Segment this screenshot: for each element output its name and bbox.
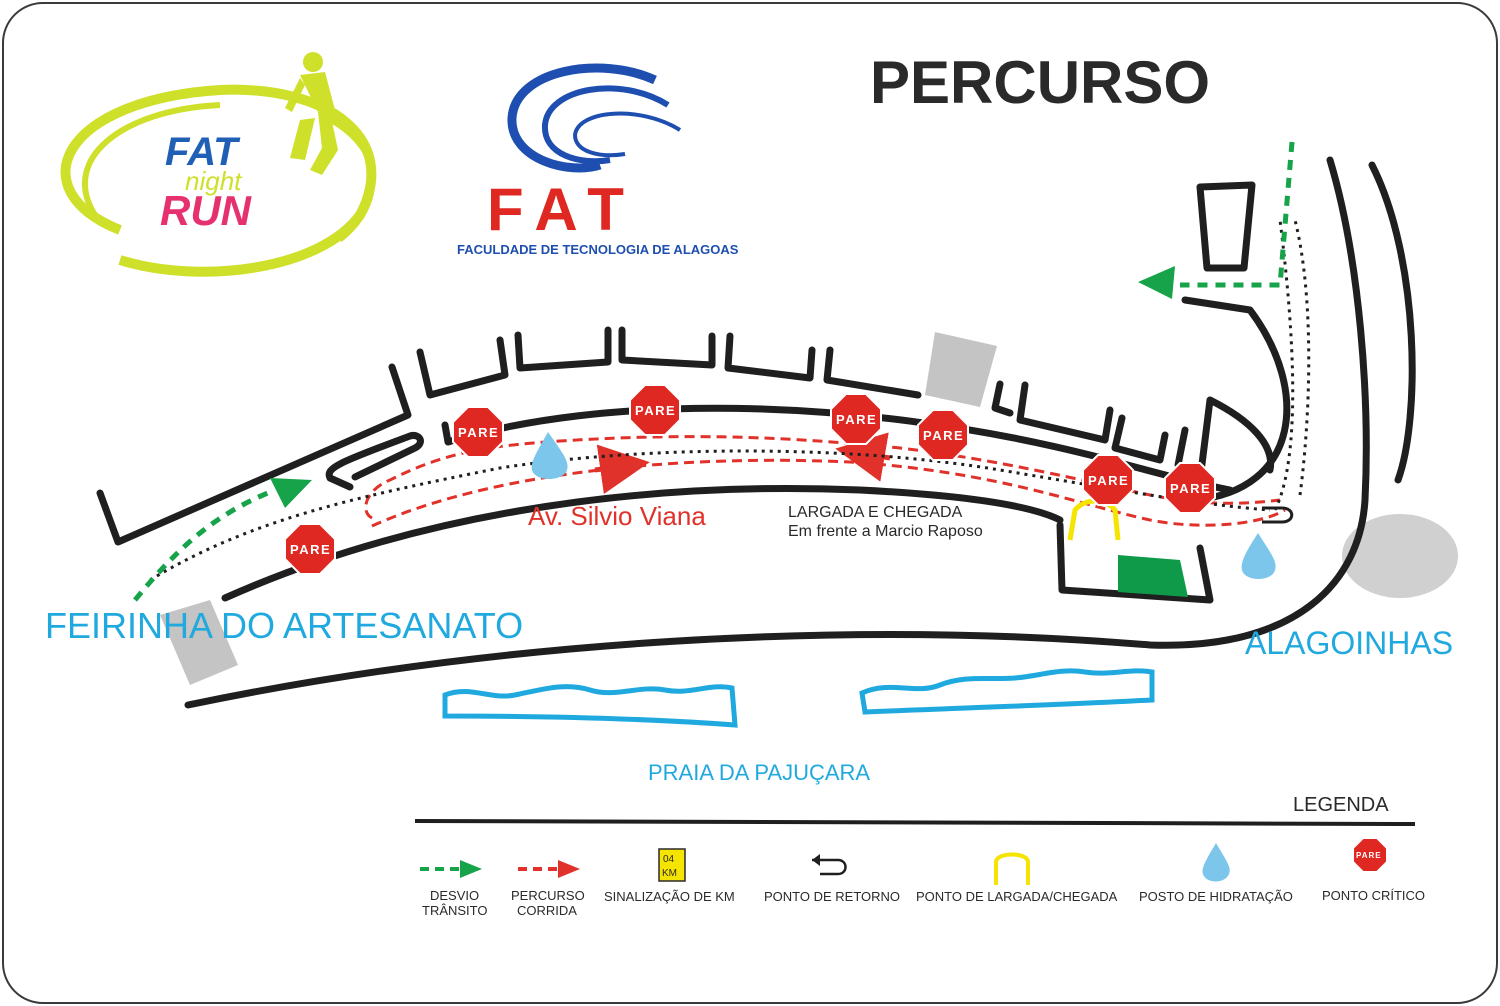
alagoinhas-label: ALAGOINHAS [1245,625,1453,661]
building [925,332,997,407]
fat-logo: FAT FACULDADE DE TECNOLOGIA DE ALAGOAS [457,63,739,257]
svg-text:RUN: RUN [160,187,253,234]
stop-sign-icon: PARE [284,523,336,575]
stop-sign-icon: PARE [830,393,882,445]
svg-text:POSTO DE HIDRATAÇÃO: POSTO DE HIDRATAÇÃO [1139,889,1293,904]
legend-item-detour: DESVIO TRÂNSITO [420,860,488,918]
start-arch-icon [994,852,1030,885]
return-arrow-icon [812,858,847,876]
beach-wave-left [442,684,738,728]
traffic-detour [133,141,1295,602]
svg-text:DESVIO: DESVIO [430,888,479,903]
svg-text:PONTO DE LARGADA/CHEGADA: PONTO DE LARGADA/CHEGADA [916,889,1118,904]
svg-text:FAT: FAT [165,130,241,174]
svg-text:KM: KM [662,868,677,879]
fat-logo-text: FAT [487,176,638,243]
building [1342,514,1458,598]
svg-text:PARE: PARE [836,412,877,427]
building [160,600,238,685]
page-title: PERCURSO [870,49,1210,116]
red-dashed-arrow-icon [558,860,580,878]
water-drop-icon [531,432,568,479]
legend-item-critical: PARE PONTO CRÍTICO [1322,837,1425,903]
beach-wave-right [859,668,1155,715]
beach-label: PRAIA DA PAJUÇARA [648,760,870,785]
svg-text:PARE: PARE [290,542,331,557]
return-point-icon [1262,506,1294,524]
water-drop-icon [1241,533,1276,579]
svg-text:PARE: PARE [458,425,499,440]
legend-item-return: PONTO DE RETORNO [764,854,900,904]
runner-icon [285,52,338,175]
svg-text:SINALIZAÇÃO DE KM: SINALIZAÇÃO DE KM [604,889,735,904]
stop-sign-icon: PARE [1082,454,1134,506]
fat-run-logo: FAT night RUN [60,52,377,277]
legend-item-start: PONTO DE LARGADA/CHEGADA [916,852,1118,904]
legend-divider [414,819,1416,826]
legend: LEGENDA DESVIO TRÂNSITO PERCURSO CORRIDA… [414,794,1425,918]
feirinha-label: FEIRINHA DO ARTESANATO [45,605,523,646]
stop-sign-icon: PARE [917,409,969,461]
stop-sign-icon: PARE [629,384,681,436]
svg-text:04: 04 [663,854,675,865]
legend-item-km: 04 KM SINALIZAÇÃO DE KM [604,848,735,904]
svg-text:PONTO DE RETORNO: PONTO DE RETORNO [764,889,900,904]
stop-sign-icon: PARE [1164,462,1216,514]
svg-text:PARE: PARE [1170,481,1211,496]
svg-text:PARE: PARE [1088,473,1129,488]
start-finish-sublabel: Em frente a Marcio Raposo [788,523,983,540]
km-sign-icon [658,848,686,882]
green-field [1118,555,1188,597]
legend-item-water: POSTO DE HIDRATAÇÃO [1139,843,1293,904]
legend-heading: LEGENDA [1293,794,1389,816]
svg-text:night: night [185,166,243,196]
svg-text:PARE: PARE [1356,851,1382,860]
water-drop-icon [1202,843,1230,882]
svg-text:PARE: PARE [923,428,964,443]
stop-sign-icon: PARE [1352,837,1388,873]
legend-item-route: PERCURSO CORRIDA [511,860,585,918]
start-finish-label: LARGADA E CHEGADA [788,504,963,521]
svg-text:PARE: PARE [635,403,676,418]
street-name-label: Av. Silvio Viana [528,501,706,531]
svg-text:CORRIDA: CORRIDA [517,903,577,918]
green-dashed-arrow-icon [460,860,482,878]
svg-text:PONTO CRÍTICO: PONTO CRÍTICO [1322,888,1425,903]
svg-text:TRÂNSITO: TRÂNSITO [422,903,488,918]
road-network [96,156,1416,709]
fat-logo-subtitle: FACULDADE DE TECNOLOGIA DE ALAGOAS [457,242,739,257]
svg-text:PERCURSO: PERCURSO [511,888,585,903]
stop-sign-icon: PARE [452,406,504,458]
